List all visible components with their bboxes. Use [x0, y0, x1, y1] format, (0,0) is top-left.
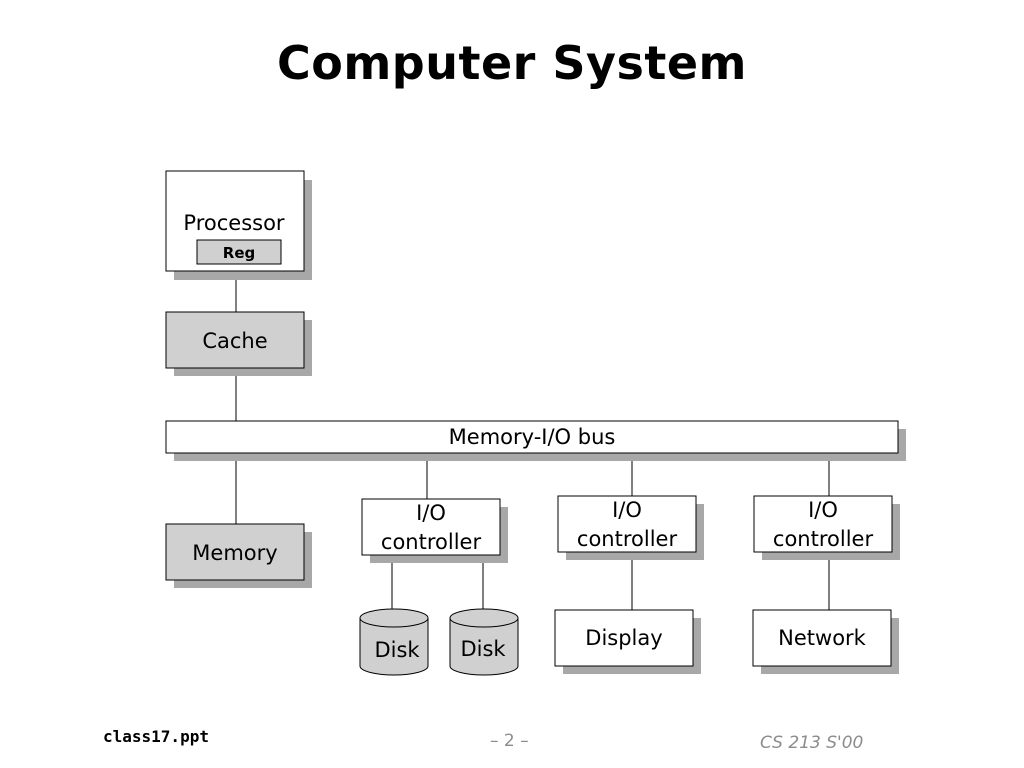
bus-label-shadow: Memory-I/O bus [449, 425, 616, 449]
io-controller-3-line1: I/O [808, 498, 838, 522]
footer-page-number: – 2 – [490, 731, 529, 751]
disk-2-label: Disk [460, 637, 506, 661]
display-label: Display [585, 626, 662, 650]
disk-1: Disk [359, 608, 429, 676]
memory-box: Memory [165, 523, 312, 588]
io-controller-2-line2: controller [577, 527, 678, 551]
io-controller-3-line2: controller [773, 527, 874, 551]
bus-label: Memory-I/O bus [449, 425, 616, 449]
memory-io-bus: Memory-I/O bus Memory-I/O bus [165, 420, 906, 461]
network-label: Network [778, 626, 867, 650]
display-box: Display [554, 609, 701, 674]
io-controller-2: I/O controller [557, 495, 704, 560]
slide-title: Computer System [277, 36, 747, 90]
io-controller-2-line1: I/O [612, 498, 642, 522]
footer-filename: class17.ppt [103, 727, 209, 746]
register-box: Reg [196, 239, 282, 265]
processor-label: Processor [183, 211, 285, 235]
memory-label: Memory [192, 541, 277, 565]
disk-1-label: Disk [374, 638, 420, 662]
io-controller-1-line2: controller [381, 530, 482, 554]
io-controller-1: I/O controller [361, 498, 508, 563]
network-box: Network [752, 609, 899, 674]
processor-box: Processor Reg [165, 170, 312, 280]
cache-label: Cache [202, 329, 267, 353]
connector-lines [235, 271, 830, 614]
io-controller-1-line1: I/O [416, 501, 446, 525]
cache-box: Cache [165, 311, 312, 376]
footer-course: CS 213 S'00 [760, 733, 864, 753]
disk-2: Disk [449, 608, 519, 676]
register-label: Reg [223, 244, 255, 262]
io-controller-3: I/O controller [753, 495, 900, 560]
